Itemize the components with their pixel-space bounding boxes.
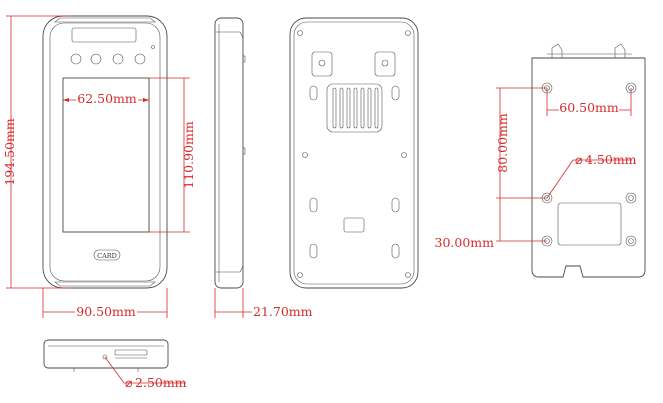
back-bracket-right (374, 51, 396, 77)
back-corner-screw-bl (297, 272, 303, 278)
side-button-1 (242, 55, 246, 63)
front-sensor-dot (151, 45, 155, 49)
screen-width-arrow-right (143, 98, 149, 102)
back-corner-screw-tl (297, 30, 303, 36)
mount-diameter-symbol: ⌀ (575, 152, 583, 167)
mount-bottom-label: 30.00mm (435, 235, 495, 250)
front-bottom-bumper (54, 281, 156, 287)
back-bracket-left (311, 51, 333, 77)
screen-area (62, 77, 150, 233)
mount-diameter-leader (546, 159, 574, 199)
back-corner-screw-tr (405, 30, 411, 36)
back-pill-6 (391, 243, 400, 259)
back-view (289, 17, 419, 289)
back-screw-right (381, 59, 389, 67)
depth-label: 21.70mm (253, 304, 313, 319)
front-view: CARD 62.50mm 110.90mm 194.50mm 90.50mm (2, 15, 196, 319)
mount-hole-br-mid (628, 195, 634, 201)
bottom-hole (102, 354, 108, 360)
mount-diameter-label: 4.50mm (585, 152, 637, 167)
mount-h-label: 60.50mm (559, 100, 619, 115)
mount-v-label: 80.00mm (495, 113, 510, 173)
camera-lens-1 (70, 53, 82, 65)
side-button-2 (242, 147, 246, 155)
front-inner-bezel (49, 22, 161, 282)
back-inner (293, 21, 415, 285)
card-label: CARD (97, 252, 117, 260)
bottom-diameter-symbol: ⌀ (125, 375, 133, 390)
mount-hole-br (628, 238, 634, 244)
back-pill-2 (391, 85, 400, 101)
side-bottom-notch (215, 265, 244, 273)
bottom-diameter-label: 2.50mm (135, 375, 187, 390)
mount-hole-br-outer (625, 235, 637, 247)
screen-width-label: 62.50mm (77, 91, 137, 106)
bottom-diameter-leader (104, 356, 125, 384)
mount-top-tab-left (551, 43, 563, 58)
mount-cutout (557, 202, 622, 246)
mounting-plate-view: 60.50mm 80.00mm 30.00mm ⌀ 4.50mm (435, 43, 646, 278)
mount-plate-outline (531, 57, 646, 278)
bottom-body (43, 339, 169, 369)
camera-lens-4 (134, 53, 146, 65)
mount-top-tab-right (614, 43, 626, 58)
mount-hole-br-mid-outer (625, 192, 637, 204)
screen-width-arrow-left (63, 98, 69, 102)
back-body (289, 17, 419, 289)
bottom-slot (114, 349, 148, 356)
back-pill-1 (309, 85, 318, 101)
back-ridges-group (326, 83, 383, 133)
card-badge (93, 249, 121, 261)
camera-lens-3 (112, 53, 124, 65)
back-pill-5 (309, 243, 318, 259)
back-center-port (343, 217, 365, 233)
back-pill-3 (309, 197, 318, 213)
back-mid-screw-r (401, 152, 407, 158)
camera-bar (71, 27, 137, 43)
camera-lens-2 (90, 53, 102, 65)
side-view: 21.70mm (214, 17, 313, 319)
side-top-notch (215, 31, 244, 39)
back-corner-screw-br (405, 272, 411, 278)
width-label: 90.50mm (76, 304, 136, 319)
back-ridge-slots (332, 87, 379, 129)
front-outer-body (42, 15, 168, 289)
screen-height-label: 110.90mm (181, 121, 196, 189)
back-mid-screw-l (302, 152, 308, 158)
back-pill-4 (391, 197, 400, 213)
front-top-bumper (54, 17, 156, 23)
height-label: 194.50mm (2, 118, 17, 186)
bottom-view: ⌀ 2.50mm (43, 339, 187, 390)
back-screw-left (318, 59, 326, 67)
